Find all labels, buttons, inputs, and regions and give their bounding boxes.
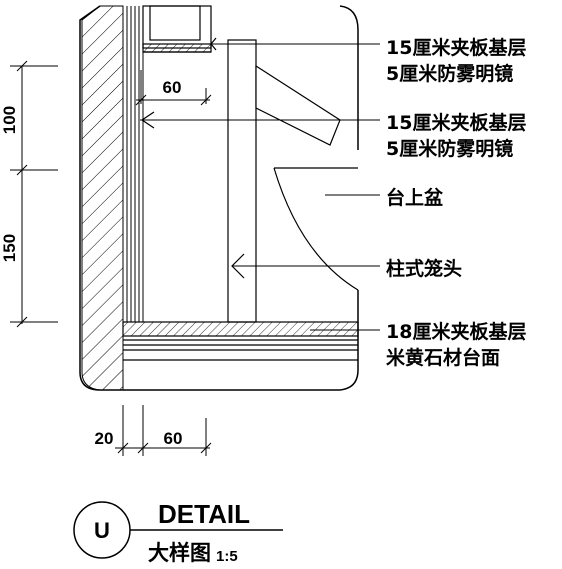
title-block: U DETAIL 大样图 1:5 xyxy=(73,499,283,565)
wall-layers xyxy=(122,6,144,390)
dim-bottom-60: 60 xyxy=(164,429,183,448)
top-dimension xyxy=(135,70,212,106)
detail-subtitle: 大样图 xyxy=(148,541,211,565)
label-mirror-face-1: 5厘米防雾明镜 xyxy=(386,62,513,85)
dim-v-lower: 150 xyxy=(0,234,19,262)
label-mirror-base-2: 15厘米夹板基层 xyxy=(386,111,526,134)
detail-scale: 1:5 xyxy=(216,548,238,565)
dim-top-60: 60 xyxy=(163,78,182,97)
leader-lines xyxy=(140,43,380,331)
label-mirror-base-1: 15厘米夹板基层 xyxy=(386,36,526,59)
label-basin: 台上盆 xyxy=(386,186,444,209)
bottom-dimension xyxy=(115,405,212,456)
dim-bottom-20: 20 xyxy=(95,429,114,448)
vertical-dimension xyxy=(10,60,58,328)
label-counter-top: 米黄石材台面 xyxy=(386,346,500,369)
label-counter-base: 18厘米夹板基层 xyxy=(386,320,526,343)
basin xyxy=(273,167,359,291)
label-mirror-face-2: 5厘米防雾明镜 xyxy=(386,137,513,160)
detail-title: DETAIL xyxy=(158,499,250,529)
arrowheads xyxy=(140,37,245,279)
mirror-cabinet xyxy=(142,5,212,53)
counter-top xyxy=(122,321,359,361)
dim-v-upper: 100 xyxy=(0,106,19,134)
label-faucet: 柱式笼头 xyxy=(386,257,462,280)
masonry-wall xyxy=(81,5,124,391)
detail-symbol: U xyxy=(94,518,110,543)
faucet-column xyxy=(227,39,341,323)
